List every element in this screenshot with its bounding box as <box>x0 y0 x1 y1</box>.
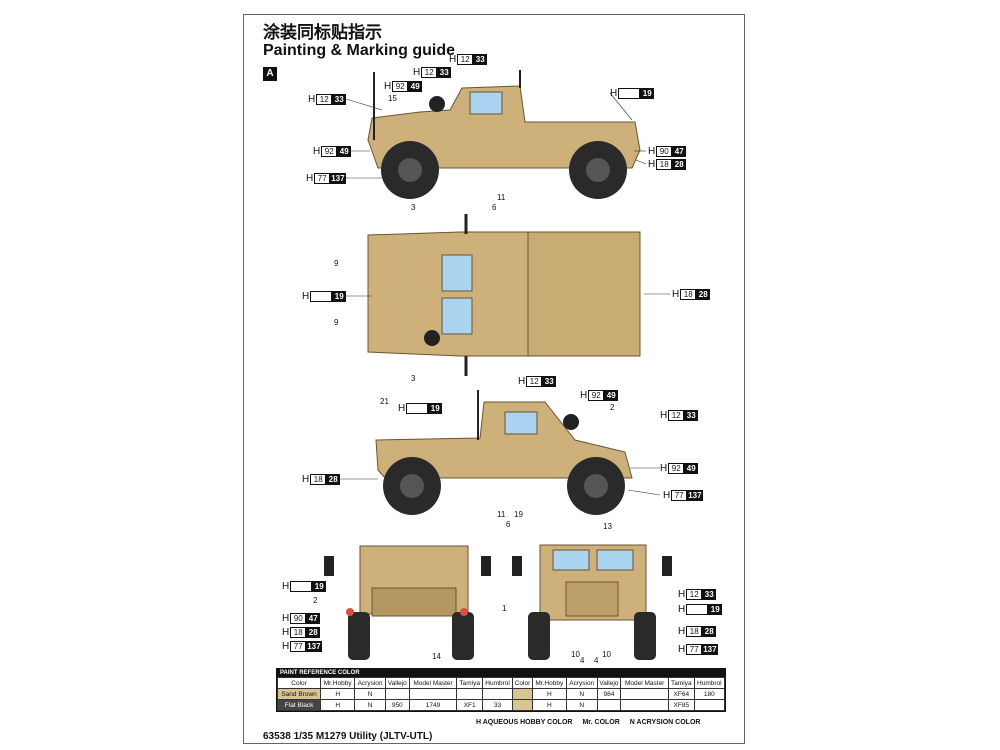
header-mrhobby: Mr.Hobby <box>531 677 567 689</box>
legend-item: H AQUEOUS HOBBY COLOR <box>476 719 573 726</box>
part-number: 11 <box>497 510 506 519</box>
title-english: Painting & Marking guide <box>263 42 456 59</box>
header-model-master: Model Master <box>620 677 670 689</box>
side-view-left <box>367 70 641 199</box>
table-row: Flat Black H N 950 1749 XF1 33 H N XF85 <box>276 699 726 711</box>
header-humbrol: Humbrol <box>481 677 514 689</box>
part-number: 14 <box>432 652 441 661</box>
paint-legend: H AQUEOUS HOBBY COLOR Mr. COLOR N ACRYSI… <box>476 719 700 726</box>
part-number: 4 <box>594 656 599 665</box>
header-vallejo: Vallejo <box>596 677 622 689</box>
part-number: 3 <box>411 374 416 383</box>
legend-item: Mr. COLOR <box>582 719 620 726</box>
header-model-master: Model Master <box>408 677 458 689</box>
part-number: 10 <box>602 650 611 659</box>
part-number: 19 <box>514 510 523 519</box>
part-number: 15 <box>388 94 397 103</box>
top-view <box>367 214 641 376</box>
side-view-right <box>375 390 633 515</box>
part-number: 13 <box>603 522 612 531</box>
legend-item: N ACRYSION COLOR <box>629 719 701 726</box>
header-vallejo: Vallejo <box>384 677 410 689</box>
paint-reference-table: PAINT REFERENCE COLOR Color Mr.Hobby Acr… <box>276 668 726 712</box>
header-color: Color <box>276 677 322 689</box>
header-acrysion: Acrysion <box>565 677 598 689</box>
header-color: Color <box>512 677 533 689</box>
kit-footer: 63538 1/35 M1279 Utility (JLTV-UTL) <box>263 731 433 742</box>
header-tamiya: Tamiya <box>456 677 483 689</box>
part-number: 11 <box>497 193 506 202</box>
part-number: 6 <box>492 203 497 212</box>
part-number: 10 <box>571 650 580 659</box>
header-mrhobby: Mr.Hobby <box>320 677 356 689</box>
front-view <box>512 544 672 660</box>
paint-reference-title: PAINT REFERENCE COLOR <box>277 669 725 677</box>
part-number: 3 <box>411 203 416 212</box>
part-number: 9 <box>334 318 339 327</box>
part-number: 9 <box>334 259 339 268</box>
header-humbrol: Humbrol <box>693 677 726 689</box>
rear-view <box>324 545 491 660</box>
part-number: 1 <box>502 604 507 613</box>
part-number: 4 <box>580 656 585 665</box>
title-chinese: 涂装同标贴指示 <box>263 23 382 43</box>
table-row: Sand Brown H N H N 984 XF64 180 <box>276 688 726 700</box>
section-badge: A <box>263 67 277 81</box>
part-number: 6 <box>506 520 511 529</box>
part-number: 2 <box>610 403 615 412</box>
header-acrysion: Acrysion <box>354 677 386 689</box>
part-number: 21 <box>380 397 389 406</box>
part-number: 2 <box>313 596 318 605</box>
header-tamiya: Tamiya <box>668 677 695 689</box>
